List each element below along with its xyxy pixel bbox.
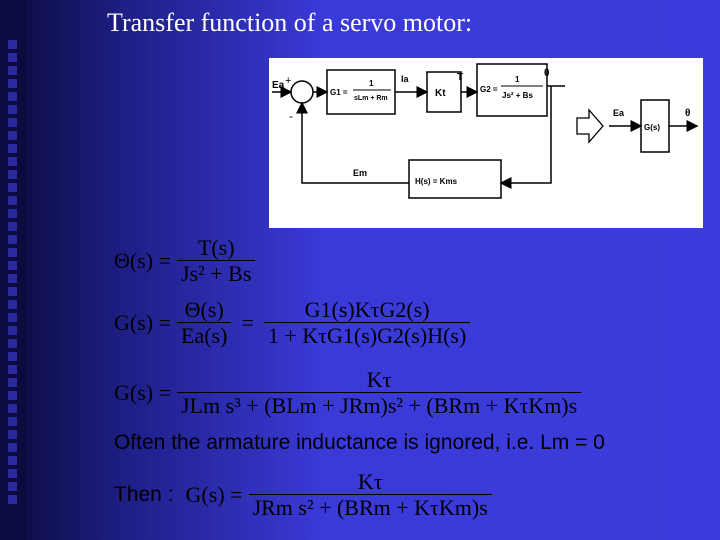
eq2-numerator-2: G1(s)KτG2(s) — [304, 297, 430, 322]
eq2-fraction-1: Θ(s) Ea(s) — [177, 297, 232, 349]
torque-label: T — [457, 72, 463, 83]
equation-1: Θ(s) = T(s) Js² + Bs — [114, 235, 259, 287]
equations-area: Θ(s) = T(s) Js² + Bs G(s) = Θ(s) Ea(s) =… — [106, 233, 706, 533]
eq3-lhs: G(s) = — [114, 379, 172, 405]
g1-lhs: G1 = — [330, 88, 348, 97]
input-signal-label: Ea — [272, 80, 285, 91]
equation-3: G(s) = Kτ JLm s³ + (BLm + JRm)s² + (BRm … — [114, 367, 585, 419]
decoration-square — [8, 105, 17, 114]
eq2-lhs: G(s) = — [114, 309, 172, 335]
decoration-square — [8, 300, 17, 309]
block-diagram-svg: Ea + - G1 = 1 sLm + Rm Ia Kt T G2 = 1 Js… — [272, 63, 699, 199]
then-label: Then : — [114, 482, 174, 506]
eq2-denominator-1: Ea(s) — [177, 322, 232, 348]
eq1-numerator: T(s) — [197, 235, 235, 260]
decoration-square — [8, 417, 17, 426]
g2-lhs: G2 = — [480, 85, 498, 94]
decoration-square — [8, 92, 17, 101]
decoration-square — [8, 261, 17, 270]
decoration-square — [8, 443, 17, 452]
decoration-square — [8, 131, 17, 140]
decoration-square — [8, 287, 17, 296]
decoration-square — [8, 170, 17, 179]
eq2-equals: = — [241, 309, 254, 335]
eq1-denominator: Js² + Bs — [177, 260, 256, 286]
eq1-lhs: Θ(s) = — [114, 247, 172, 273]
feedback-block-label: H(s) = Kms — [415, 177, 458, 186]
output-label: θ — [544, 68, 549, 79]
eq4-numerator: Kτ — [357, 469, 383, 494]
g2-numerator: 1 — [515, 75, 520, 84]
decoration-square — [8, 66, 17, 75]
equation-2: G(s) = Θ(s) Ea(s) = G1(s)KτG2(s) 1 + KτG… — [114, 297, 474, 349]
eq2-denominator-2: 1 + KτG1(s)G2(s)H(s) — [263, 322, 471, 348]
decoration-square — [8, 248, 17, 257]
eq3-fraction: Kτ JLm s³ + (BLm + JRm)s² + (BRm + KτKm)… — [177, 367, 582, 419]
decoration-square — [8, 209, 17, 218]
slide-title: Transfer function of a servo motor: — [107, 8, 473, 37]
equiv-output-label: θ — [685, 108, 690, 119]
eq4-denominator: JRm s² + (BRm + KτKm)s — [248, 494, 492, 520]
eq4-lhs: G(s) = — [185, 481, 243, 507]
eq3-numerator: Kτ — [366, 367, 392, 392]
eq1-fraction: T(s) Js² + Bs — [177, 235, 256, 287]
g2-denominator: Js² + Bs — [502, 91, 533, 100]
block-diagram: Ea + - G1 = 1 sLm + Rm Ia Kt T G2 = 1 Js… — [269, 58, 703, 228]
feedback-signal-label: Em — [353, 168, 367, 178]
g1-numerator: 1 — [369, 79, 374, 88]
decoration-square — [8, 482, 17, 491]
decoration-square — [8, 469, 17, 478]
decoration-square — [8, 313, 17, 322]
decoration-square — [8, 326, 17, 335]
summing-junction — [290, 80, 314, 104]
current-label: Ia — [401, 74, 410, 84]
decoration-square — [8, 404, 17, 413]
decoration-square — [8, 495, 17, 504]
equivalence-arrow — [576, 108, 604, 144]
decoration-square — [8, 183, 17, 192]
summing-plus: + — [285, 75, 291, 87]
feedback-block — [408, 159, 502, 199]
decoration-square — [8, 430, 17, 439]
decoration-square — [8, 222, 17, 231]
decoration-square — [8, 196, 17, 205]
equation-4: Then : G(s) = Kτ JRm s² + (BRm + KτKm)s — [114, 469, 496, 521]
decoration-square — [8, 365, 17, 374]
decoration-square — [8, 274, 17, 283]
eq4-fraction: Kτ JRm s² + (BRm + KτKm)s — [248, 469, 492, 521]
decoration-square — [8, 53, 17, 62]
decoration-square — [8, 391, 17, 400]
summing-minus: - — [289, 109, 293, 123]
equiv-block-label: G(s) — [644, 123, 660, 132]
feedback-line-left — [296, 101, 409, 184]
eq3-denominator: JLm s³ + (BLm + JRm)s² + (BRm + KτKm)s — [177, 392, 582, 418]
decoration-square — [8, 118, 17, 127]
g1-denominator: sLm + Rm — [354, 95, 388, 102]
decoration-square — [8, 235, 17, 244]
decoration-square — [8, 456, 17, 465]
eq2-fraction-2: G1(s)KτG2(s) 1 + KτG1(s)G2(s)H(s) — [263, 297, 471, 349]
g2-block — [476, 63, 548, 117]
decoration-square — [8, 79, 17, 88]
decoration-square — [8, 339, 17, 348]
left-decoration-strip — [0, 0, 26, 540]
feedback-line-right — [499, 86, 552, 189]
decoration-square — [8, 352, 17, 361]
decoration-square — [8, 157, 17, 166]
decoration-square — [8, 144, 17, 153]
decoration-square — [8, 40, 17, 49]
equiv-input-label: Ea — [613, 108, 625, 118]
decoration-square — [8, 378, 17, 387]
inductance-note: Often the armature inductance is ignored… — [114, 431, 605, 454]
kt-label: Kt — [435, 88, 446, 99]
eq2-numerator-1: Θ(s) — [184, 297, 224, 322]
